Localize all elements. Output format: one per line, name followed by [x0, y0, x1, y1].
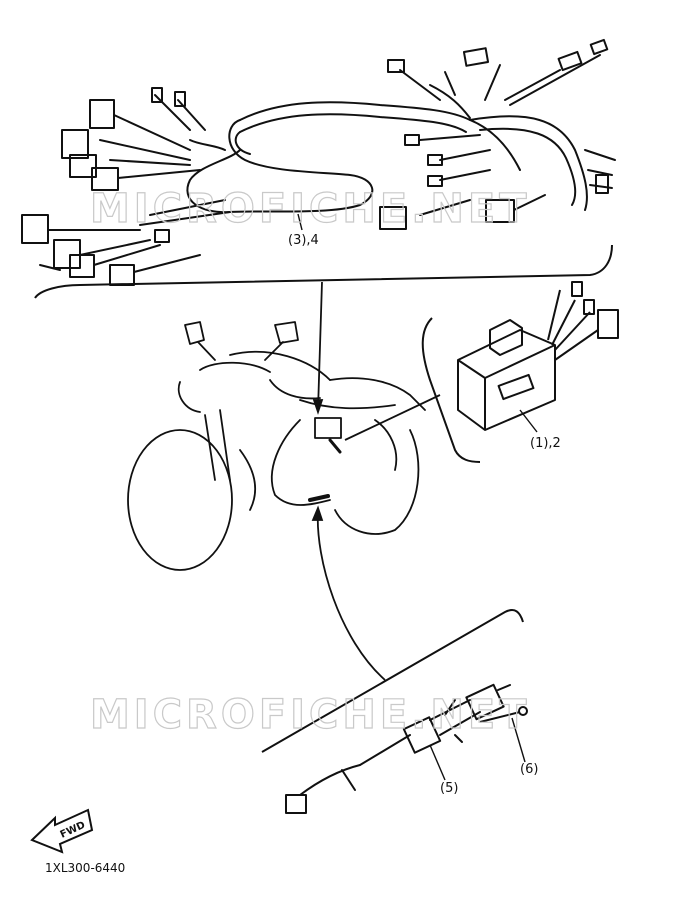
module-group-bracket — [421, 317, 481, 463]
cable-drawing — [479, 706, 528, 723]
cable-leader — [511, 717, 526, 763]
harness-group-bracket — [34, 244, 613, 299]
module-label-leader — [519, 409, 538, 433]
harness-label-leader — [297, 213, 303, 231]
motorcycle-outline — [127, 321, 426, 571]
arrow-fwd-icon: FWD — [30, 808, 94, 854]
watermark-top: MICROFICHE.NET — [90, 186, 531, 232]
module-part-label: (1),2 — [530, 436, 561, 451]
watermark-bottom: MICROFICHE.NET — [90, 692, 531, 738]
sensor-drawing — [285, 683, 511, 814]
drawing-code: 1XL300-6440 — [45, 861, 125, 875]
cable-part-label: (6) — [520, 762, 538, 777]
sensor-group-bracket — [261, 609, 524, 753]
leader-lines — [311, 281, 441, 681]
sensor-leader — [429, 744, 446, 781]
control-module-drawing — [457, 281, 619, 431]
sensor-part-label: (5) — [440, 781, 458, 796]
wiring-harness-drawing — [21, 38, 616, 286]
harness-part-label: (3),4 — [288, 233, 319, 248]
